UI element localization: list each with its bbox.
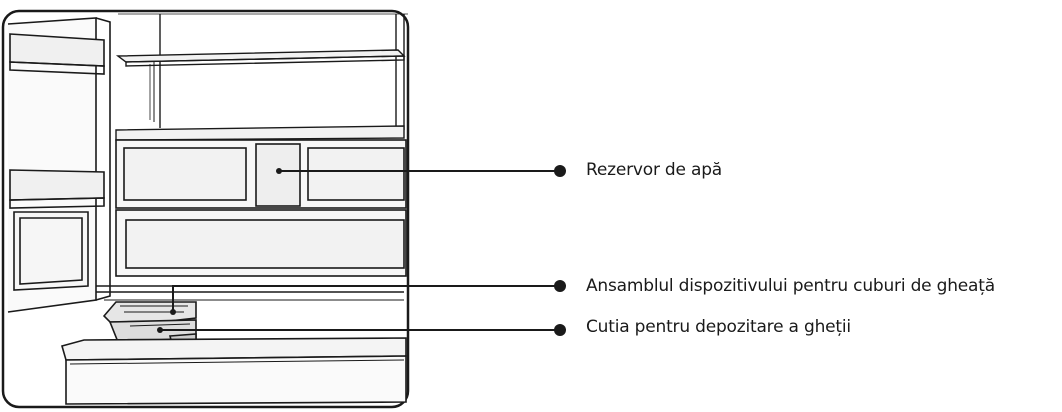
callout-label-ice-bin: Cutia pentru depozitare a gheții [586,317,851,337]
callout-line-ice-maker [172,285,560,312]
callout-label-water-tank: Rezervor de apă [586,160,723,180]
callout-dot-anchor-water-tank [276,168,282,174]
callout-label-ice-maker: Ansamblul dispozitivului pentru cuburi d… [586,276,995,296]
callout-dot-ice-bin [554,324,566,336]
callout-dots [157,165,566,336]
fridge-interior [115,13,408,141]
freezer-section [61,285,407,405]
illustration-frame [1,9,410,409]
callout-dot-water-tank [554,165,566,177]
callout-dot-anchor-ice-maker [170,309,176,315]
callout-dot-ice-maker [554,280,566,292]
callout-lines [160,170,560,331]
left-door [7,17,111,313]
callout-dot-anchor-ice-bin [157,327,163,333]
water-tank [255,143,301,207]
drawers [115,139,407,277]
